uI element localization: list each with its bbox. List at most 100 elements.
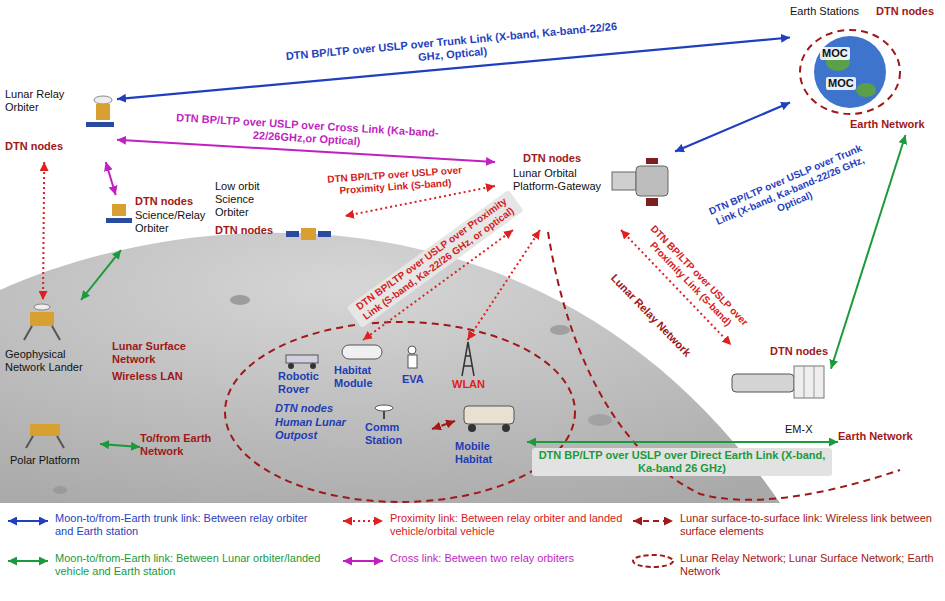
legend-text: Lunar Relay Network; Lunar Surface Netwo… [680,552,940,578]
crater [230,295,250,305]
element-node: DTN nodesEM-X [720,345,831,440]
legend-swatch [340,553,386,569]
element-node: Comm Station [365,405,432,453]
habitat-module [342,345,382,359]
node-label: DTN nodes [523,152,581,165]
gateway-module [612,172,636,190]
node-label: Low orbit Science Orbiter [215,180,277,219]
lander-body [30,424,60,436]
legend-sample [633,555,673,567]
link-line [100,444,140,447]
node-label: Science/Relay Orbiter [135,209,210,235]
surface-network-outline [225,322,575,502]
node-label: Polar Platform [10,454,80,467]
earth-land [856,83,876,97]
element-node: To/from Earth Network [140,432,226,462]
node-label: Comm Station [365,421,430,447]
node-label: EVA [402,373,424,386]
link-line [432,421,455,429]
node-label: DTN nodes [5,140,63,153]
node-label: DTN nodes [876,5,934,18]
node-label: DTN nodes [770,345,828,358]
element-node: Robotic Rover [278,350,335,400]
region-label: Lunar Surface Network [112,340,212,366]
element-node: Habitat Module [334,340,392,395]
link-line [106,162,116,195]
dish-antenna [94,96,112,104]
rover-wheel [310,363,316,369]
element-node: Polar Platform [5,418,100,470]
legend-swatch [5,513,51,529]
node-label: WLAN [452,378,485,391]
crater [550,325,570,335]
node-label: EM-X [785,423,813,436]
dish-antenna [375,405,393,411]
solar-panel [318,231,331,237]
element-node: Geophysical Network Lander [5,300,100,405]
lander-leg [26,436,33,448]
solar-array [794,366,824,398]
legend-sample [8,560,48,562]
element-node: EVA [394,345,432,390]
node-label: Lunar Orbital Platform-Gateway [513,167,608,193]
legend-text: Cross link: Between two relay orbiters [390,552,625,565]
node-label: Geophysical Network Lander [5,348,97,374]
satellite-body [112,204,126,216]
node-label: Earth Network [850,118,925,131]
legend-sample [8,520,48,522]
node-label: Lunar Relay Orbiter [5,88,80,114]
legend-text: Moon-to/from-Earth link: Between Lunar o… [55,552,325,578]
earth-globe [814,36,886,108]
link-label: DTN BP/LTP over USLP over Trunk Link (X-… [700,138,880,243]
lander-leg [24,326,32,340]
spacecraft-body [732,374,794,392]
wlan-tower [462,342,474,376]
satellite-body [301,228,316,240]
rover-wheel [502,424,510,432]
element-node: Lunar Relay OrbiterDTN nodes [5,88,117,162]
astronaut [408,355,417,368]
link-line [675,103,790,152]
solar-panel [286,231,299,237]
element-node: Earth StationsDTN nodesMOCMOCEarth Netwo… [790,5,940,135]
node-label: To/from Earth Network [140,432,224,458]
node-label: DTN nodes [215,224,273,237]
legend-sample [633,520,673,522]
element-node: WLAN [440,340,495,395]
solar-panel [106,218,132,223]
solar-array [804,366,805,398]
lander-leg [52,326,60,340]
legend-text: Lunar surface-to-surface link: Wireless … [680,512,940,538]
link-line [468,230,541,340]
link-label: DTN BP/LTP over USLP over Proximity Link… [319,163,470,199]
node-label: Earth Network [838,430,913,443]
lander-body [30,312,54,326]
region-label: Wireless LAN [112,370,212,383]
link-line [527,441,838,443]
legend-swatch [340,513,386,529]
link-label: DTN BP/LTP over USLP over Cross Link (Ka… [156,109,457,155]
gateway-part [646,198,658,206]
region-label: Human Lunar Outpost [275,416,363,442]
node-label: Robotic Rover [278,370,333,396]
element-node: DTN nodesScience/Relay Orbiter [105,195,212,250]
link-line [81,250,121,300]
mobile-habitat [464,406,514,424]
node-label: DTN nodes [135,195,193,208]
link-label: DTN BP/LTP over USLP over Direct Earth L… [532,448,832,476]
node-label: Mobile Habitat [455,440,525,466]
element-node: Mobile Habitat [455,400,527,470]
legend-swatch [630,553,676,569]
legend-sample [343,560,383,562]
lander-leg [57,436,64,448]
region-label: DTN nodes [275,402,333,415]
dish-antenna [34,304,50,310]
element-node: Earth Network [838,428,928,448]
rover-body [286,355,318,363]
node-label: MOC [826,77,856,90]
solar-array [814,366,815,398]
legend-swatch [630,513,676,529]
legend-sample [343,520,383,522]
